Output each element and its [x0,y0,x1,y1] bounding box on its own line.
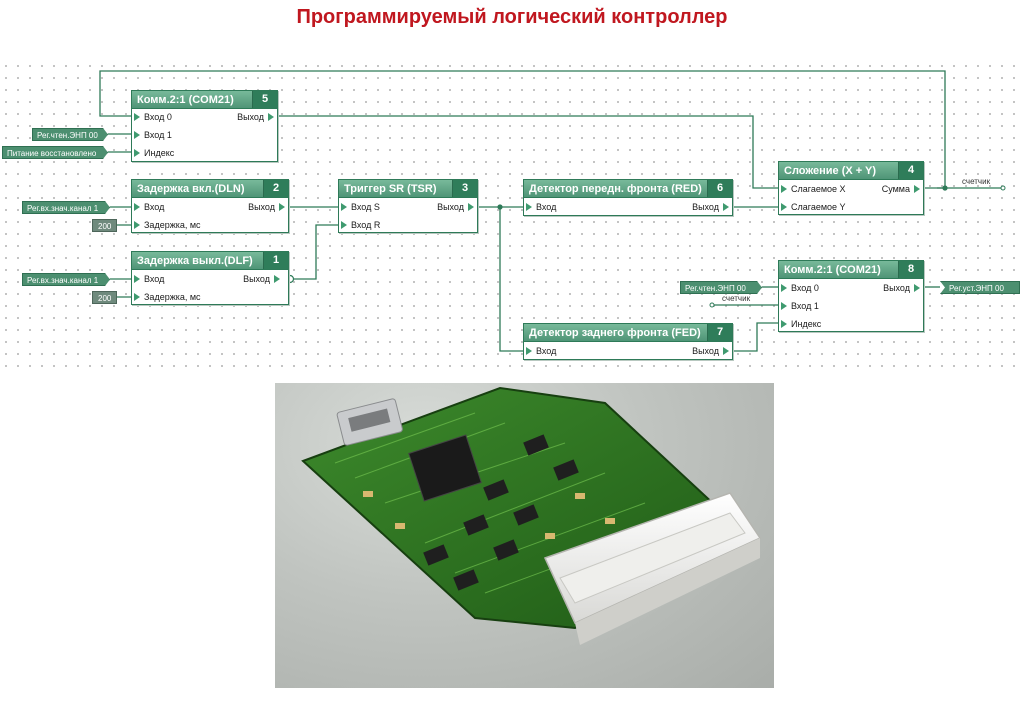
delay-constant: 200 [92,291,117,304]
input-port[interactable]: Вход [526,201,556,213]
block-title: Детектор заднего фронта (FED) [529,327,701,339]
block-number: 5 [252,91,277,108]
block-title: Задержка выкл.(DLF) [137,255,253,267]
block-title: Комм.2:1 (COM21) [784,264,881,276]
block-title: Задержка вкл.(DLN) [137,183,245,195]
input-port[interactable]: Задержка, мс [134,219,201,231]
input-port[interactable]: Вход 0 [134,111,172,123]
block-tsr-3[interactable]: Триггер SR (TSR) 3 Вход S Вход R Выход [338,179,478,233]
wire-label-counter: счетчик [722,294,750,303]
block-com21-5[interactable]: Комм.2:1 (COM21) 5 Вход 0 Вход 1 Индекс В… [131,90,278,162]
output-port[interactable]: Выход [237,111,274,123]
junction-dot [942,185,947,190]
block-number: 8 [898,261,923,278]
block-number: 1 [263,252,288,269]
input-port[interactable]: Вход [134,273,164,285]
input-port[interactable]: Задержка, мс [134,291,201,303]
wire-end-circle [710,303,714,307]
block-dlf-1[interactable]: Задержка выкл.(DLF) 1 Вход Задержка, мс В… [131,251,289,305]
output-port[interactable]: Выход [692,201,729,213]
block-red-6[interactable]: Детектор передн. фронта (RED) 6 Вход Выхо… [523,179,733,216]
input-port[interactable]: Слагаемое Y [781,201,846,213]
output-port[interactable]: Выход [437,201,474,213]
input-port[interactable]: Индекс [781,318,821,330]
input-port[interactable]: Вход 0 [781,282,819,294]
input-port[interactable]: Вход [526,345,556,357]
tag-reg-channel-1: Рег.вх.знач.канал 1 [22,273,110,286]
block-title: Триггер SR (TSR) [344,183,437,195]
input-port[interactable]: Вход S [341,201,380,213]
output-port[interactable]: Выход [883,282,920,294]
input-port[interactable]: Слагаемое X [781,183,846,195]
input-port[interactable]: Индекс [134,147,174,159]
input-port[interactable]: Вход 1 [781,300,819,312]
block-title: Сложение (X + Y) [784,165,876,177]
block-fed-7[interactable]: Детектор заднего фронта (FED) 7 Вход Выхо… [523,323,733,360]
block-dln-2[interactable]: Задержка вкл.(DLN) 2 Вход Задержка, мс Вы… [131,179,289,233]
output-port[interactable]: Сумма [882,183,920,195]
tag-reg-enp-in: Рег.чтен.ЭНП 00 [32,128,108,141]
block-add-4[interactable]: Сложение (X + Y) 4 Слагаемое X Слагаемое … [778,161,924,215]
block-title: Комм.2:1 (COM21) [137,94,234,106]
tag-reg-enp-out: Рег.уст.ЭНП 00 [940,281,1020,294]
block-title: Детектор передн. фронта (RED) [529,183,702,195]
output-port[interactable]: Выход [248,201,285,213]
input-port[interactable]: Вход 1 [134,129,172,141]
output-port[interactable]: Выход [243,273,280,285]
block-number: 7 [707,324,732,341]
input-port[interactable]: Вход R [341,219,380,231]
block-number: 3 [452,180,477,197]
block-number: 6 [707,180,732,197]
delay-constant: 200 [92,219,117,232]
wire-label-counter: счетчик [962,177,990,186]
tag-power-restored: Питание восстановлено [2,146,108,159]
controller-board-photo [275,383,774,688]
wire-end-circle [1001,186,1005,190]
input-port[interactable]: Вход [134,201,164,213]
block-number: 4 [898,162,923,179]
tag-reg-enp-in: Рег.чтен.ЭНП 00 [680,281,762,294]
junction-dot [497,204,502,209]
block-number: 2 [263,180,288,197]
tag-reg-channel-1: Рег.вх.знач.канал 1 [22,201,110,214]
output-port[interactable]: Выход [692,345,729,357]
pcb-illustration [275,383,774,688]
block-com21-8[interactable]: Комм.2:1 (COM21) 8 Вход 0 Вход 1 Индекс В… [778,260,924,332]
